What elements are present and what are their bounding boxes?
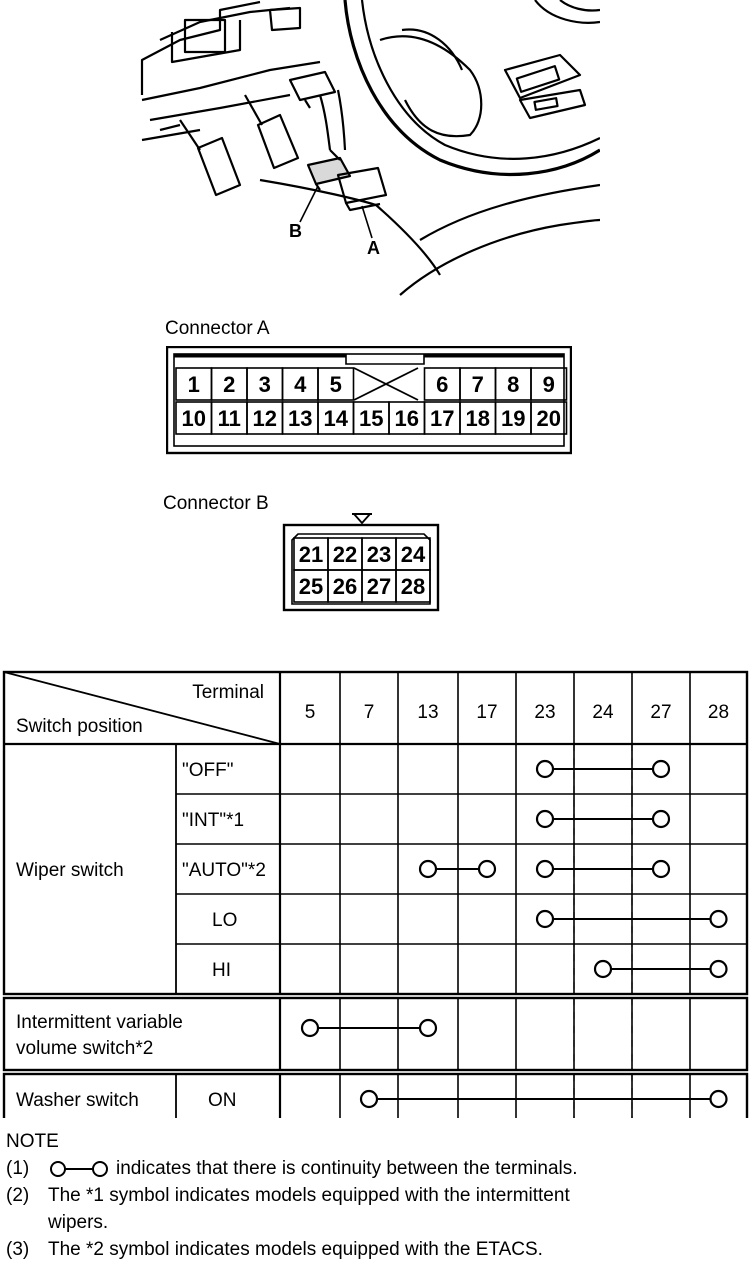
terminal-node	[593, 959, 613, 979]
note-number: (3)	[6, 1239, 30, 1260]
connector-a-pin-label: 11	[218, 406, 241, 431]
connector-a-pin-label: 5	[330, 372, 342, 397]
connector-a-pin	[317, 367, 355, 401]
connector-a-pin-label: 13	[288, 406, 312, 431]
terminal-node	[709, 959, 728, 979]
note-item-3: (3) The *2 symbol indicates models equipp…	[6, 1236, 746, 1263]
terminal-node	[709, 1089, 728, 1109]
terminal-header: 5	[305, 702, 316, 723]
connector-b-pin-label: 23	[367, 542, 391, 567]
terminal-node	[418, 1018, 438, 1038]
terminal-node	[651, 759, 671, 779]
terminal-node	[300, 1018, 320, 1038]
switch-position-label: ON	[208, 1090, 237, 1111]
connector-b-pin-label: 25	[299, 574, 323, 599]
connector-a-pin-label: 3	[259, 372, 271, 397]
terminal-node	[535, 909, 555, 929]
terminal-header: 7	[364, 702, 375, 723]
terminal-node	[535, 809, 555, 829]
connector-a-pin-label: 14	[324, 406, 349, 431]
note-number: (2)	[6, 1185, 30, 1206]
terminal-header: 23	[534, 702, 555, 723]
switch-position-label: HI	[212, 960, 231, 981]
connector-a-pin-label: 8	[507, 372, 519, 397]
connector-a-title: Connector A	[165, 318, 270, 339]
continuity-symbol-icon	[50, 1160, 108, 1177]
connector-a-pin-label: 12	[253, 406, 277, 431]
terminal-node	[535, 859, 555, 879]
notes: NOTE (1) indicates that there is continui…	[6, 1128, 746, 1263]
connector-a-pin-label: 18	[466, 406, 490, 431]
header-switch-position: Switch position	[16, 716, 143, 737]
note-text: indicates that there is continuity betwe…	[116, 1158, 578, 1179]
connector-a-pin-label: 7	[472, 372, 484, 397]
connector-a-pin-label: 9	[543, 372, 555, 397]
connector-a-pin-label: 4	[294, 372, 307, 397]
terminal-header: 13	[417, 702, 438, 723]
steering-column-illustration	[140, 0, 600, 296]
connector-b-pin-label: 24	[401, 542, 426, 567]
connector-b-pin-label: 27	[367, 574, 391, 599]
connector-b-title: Connector B	[163, 493, 269, 514]
terminal-node	[418, 859, 438, 879]
connector-b-pin-label: 22	[333, 542, 357, 567]
note-text: The *1 symbol indicates models equipped …	[48, 1185, 570, 1206]
switch-position-label: "OFF"	[182, 760, 233, 781]
connector-a-pin-label: 19	[501, 406, 525, 431]
connector-a-pin-label: 16	[395, 406, 419, 431]
terminal-node	[709, 909, 728, 929]
terminal-node	[651, 809, 671, 829]
group-label-washer: Washer switch	[16, 1090, 139, 1111]
switch-position-label: "AUTO"*2	[182, 860, 266, 881]
connector-b-pin-label: 26	[333, 574, 357, 599]
connector-a-pin-label: 1	[188, 372, 200, 397]
connector-b-pin	[395, 569, 431, 603]
note-item-2: (2) The *1 symbol indicates models equipp…	[6, 1182, 746, 1209]
connector-a-pin	[530, 367, 568, 401]
terminal-header: 17	[476, 702, 497, 723]
note-number: (1)	[6, 1158, 30, 1179]
connector-a-pin	[530, 401, 568, 435]
connector-b-pin-label: 21	[299, 542, 323, 567]
connector-b-pin-label: 28	[401, 574, 425, 599]
terminal-node	[651, 859, 671, 879]
terminal-header: 24	[592, 702, 614, 723]
note-item-1: (1) indicates that there is continuity be…	[6, 1155, 746, 1182]
callout-b: B	[289, 221, 302, 241]
terminal-node	[535, 759, 555, 779]
group-label-wiper: Wiper switch	[16, 860, 124, 881]
terminal-node	[359, 1089, 379, 1109]
switch-position-label: LO	[212, 910, 237, 931]
note-item-2-continuation: wipers.	[48, 1212, 109, 1233]
connector-a-pin-label: 20	[537, 406, 561, 431]
header-terminal: Terminal	[192, 682, 264, 703]
connector-a-pin-label: 17	[430, 406, 454, 431]
terminal-header: 27	[650, 702, 671, 723]
connector-a-pin-label: 15	[359, 406, 383, 431]
terminal-header: 28	[708, 702, 729, 723]
note-text: The *2 symbol indicates models equipped …	[48, 1239, 543, 1260]
connector-a-pin-label: 2	[223, 372, 235, 397]
switch-position-label: "INT"*1	[182, 810, 244, 831]
connector-b-diagram: 21 22 23 24 25 26 27 28	[282, 513, 440, 612]
connector-a-pin-label: 10	[182, 406, 206, 431]
note-heading: NOTE	[6, 1131, 59, 1152]
terminal-node	[477, 859, 497, 879]
callout-a: A	[367, 238, 380, 258]
connector-a-pin-label: 6	[436, 372, 448, 397]
